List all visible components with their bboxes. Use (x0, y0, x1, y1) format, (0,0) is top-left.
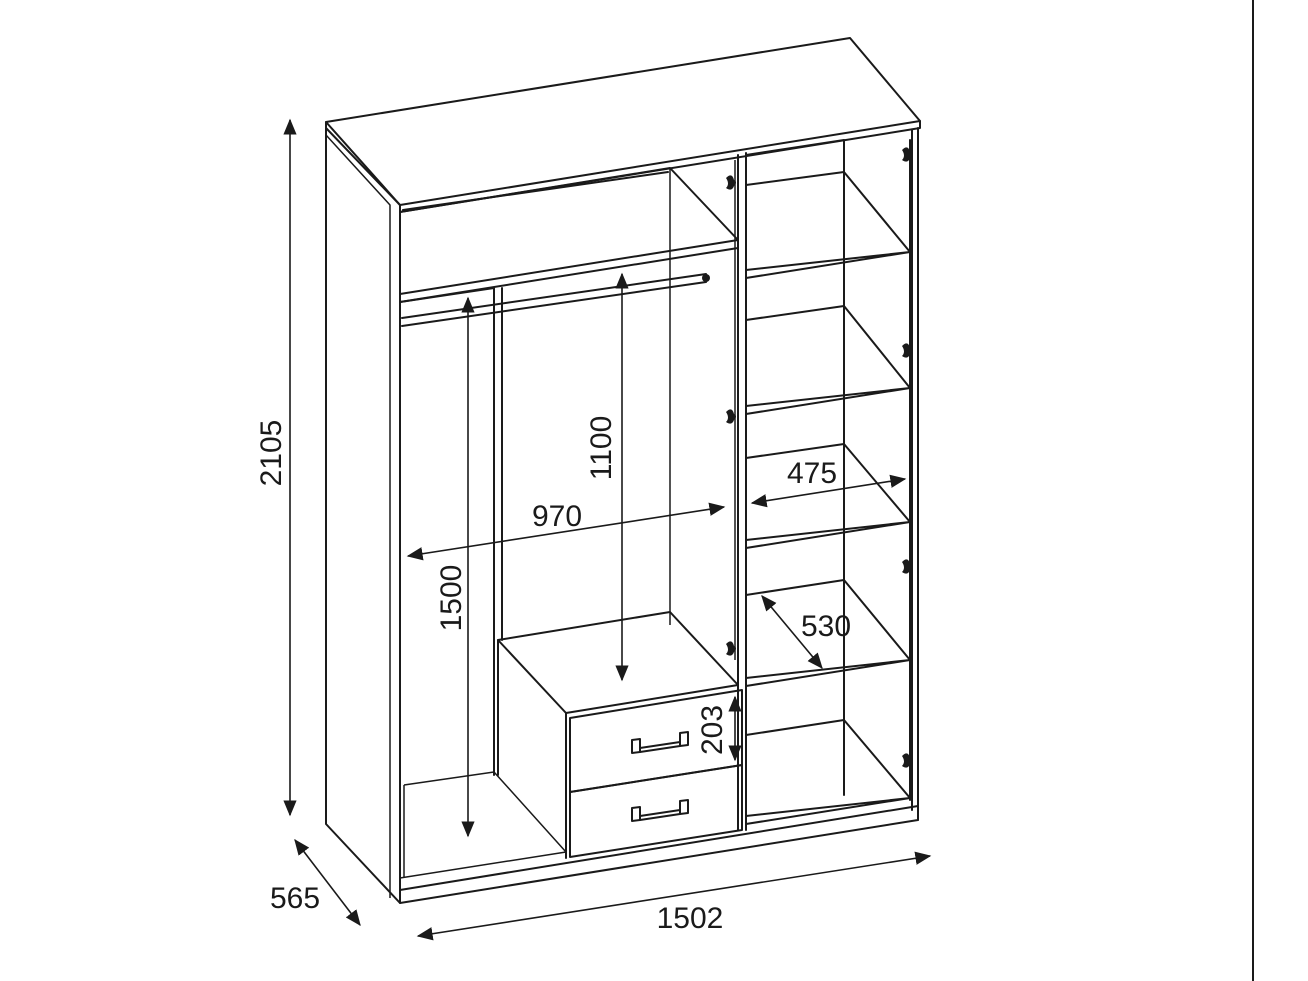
dimension-arrow (294, 838, 361, 927)
dimension-labels: 2105 565 1502 970 1100 1500 475 530 203 (255, 416, 851, 935)
dimension-arrow (761, 594, 823, 670)
dimension-arrows (283, 118, 932, 941)
rod-end-icon (702, 274, 710, 282)
upper-left-recess (399, 167, 739, 303)
drawer-handle-icon (631, 799, 689, 822)
top-panel (325, 37, 921, 213)
label-long-hang-height: 1500 (435, 565, 468, 632)
label-inner-width: 970 (532, 500, 582, 533)
dimension-arrow (406, 502, 726, 561)
label-drawer-height: 203 (696, 705, 729, 755)
drawer-bottom (569, 764, 743, 858)
label-height-total: 2105 (255, 420, 288, 487)
dimension-arrow (416, 851, 932, 941)
label-depth: 565 (270, 882, 320, 915)
dimension-arrow (750, 474, 907, 508)
drawer-handle-icon (631, 731, 689, 754)
label-rod-height: 1100 (585, 416, 618, 481)
wardrobe-outline (325, 37, 921, 904)
shelf-stack (745, 139, 911, 825)
hanging-rod (401, 273, 707, 327)
label-shelf-depth: 530 (801, 610, 851, 643)
label-width-total: 1502 (657, 902, 724, 935)
drawer-unit (497, 611, 739, 714)
base-plinth (399, 805, 919, 904)
left-side-panel (325, 127, 401, 904)
label-shelf-width: 475 (787, 457, 837, 490)
door-hinge-icon (726, 147, 912, 768)
